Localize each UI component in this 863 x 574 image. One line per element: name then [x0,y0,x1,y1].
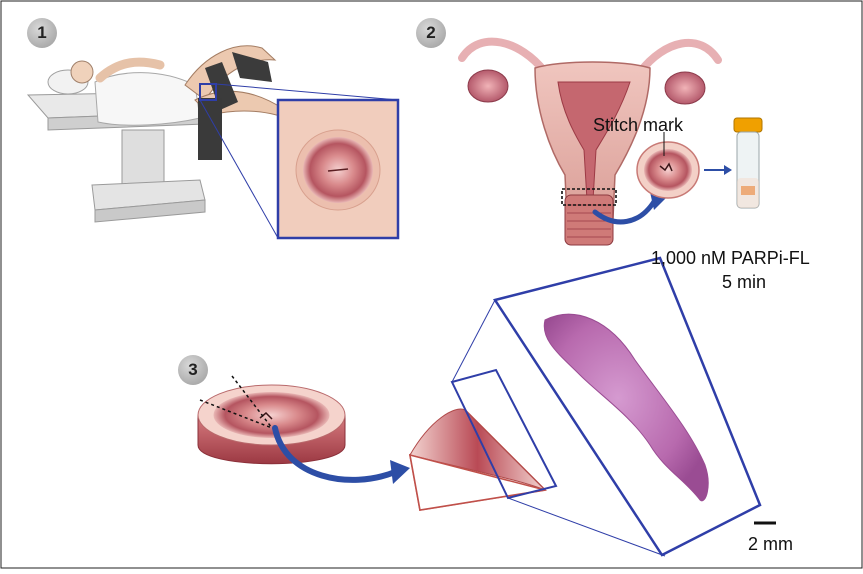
incubation-time-label: 5 min [722,272,766,293]
panel-3-sectioning [198,258,776,556]
scale-bar-label: 2 mm [748,534,793,555]
stitch-mark-label: Stitch mark [593,115,683,136]
right-ovary [665,72,705,104]
panel-2-uterus [462,42,762,245]
panel-1-patient [28,46,398,238]
step-1-badge: 1 [27,18,57,48]
step-2-badge: 2 [416,18,446,48]
left-ovary [468,70,508,102]
incubation-vial [734,118,762,208]
step-3-badge: 3 [178,355,208,385]
incubation-concentration-label: 1,000 nM PARPi-FL [651,248,810,269]
